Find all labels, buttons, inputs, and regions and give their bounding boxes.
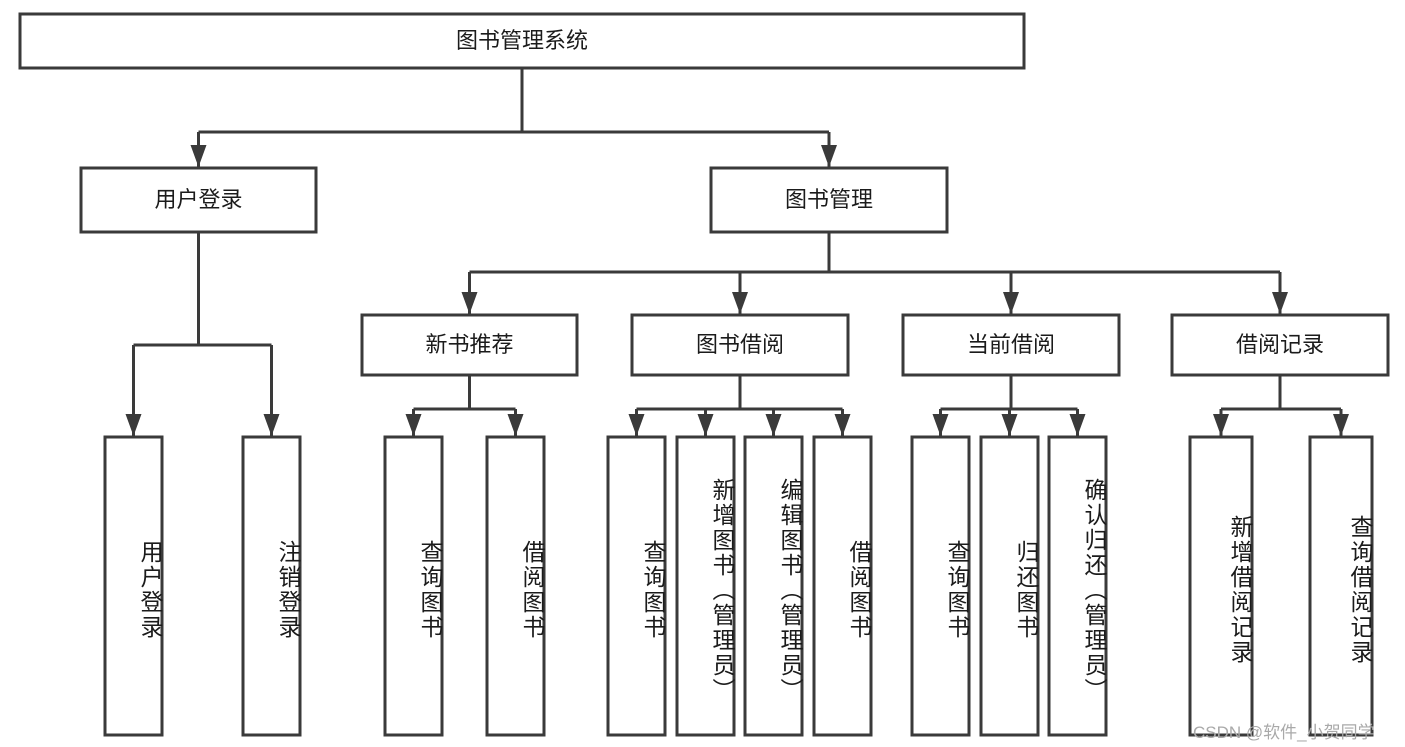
node-e696b0e5a29ee5809fe99885-box[interactable] — [1188, 435, 1254, 737]
arrow-head-icon — [461, 292, 478, 314]
node-e69fa5e8afa2e5809fe99885-box[interactable] — [1308, 435, 1374, 737]
node-e69fa5e8afa2e59bbee4b9a6-box[interactable] — [383, 435, 444, 737]
node-e59bbee4b9a6e7aea1e79086-label: 图书管理系统 — [456, 28, 588, 53]
node-e69fa5e8afa2e59bbee4b9a6-box[interactable] — [910, 435, 971, 737]
arrow-head-icon — [405, 414, 422, 436]
node-e59bbee4b9a6e5809fe99885-box[interactable] — [630, 313, 850, 377]
arrow-head-icon — [1213, 414, 1229, 436]
arrow-head-icon — [834, 414, 851, 436]
arrow-head-icon — [1069, 414, 1086, 436]
node-e59bbee4b9a6e7aea1e79086-box[interactable] — [709, 166, 949, 234]
node-e5bd93e5898de5809fe99885-box[interactable] — [901, 313, 1121, 377]
node-e696b0e4b9a6e68ea8e88d90-label: 新书推荐 — [425, 332, 513, 357]
arrow-head-icon — [1272, 292, 1288, 314]
arrow-head-icon — [697, 414, 714, 436]
arrow-head-icon — [1001, 414, 1018, 436]
node-e7a1aee8aea4e5bd92e8bf98-box[interactable] — [1047, 435, 1108, 737]
node-e794a8e688b7e799bbe5bd95-label: 用户登录 — [154, 187, 242, 212]
arrow-head-icon — [125, 414, 142, 436]
arrow-head-icon — [1003, 292, 1019, 314]
node-e7bc96e8be91e59bbee4b9a6-box[interactable] — [743, 435, 804, 737]
node-e794a8e688b7e799bbe5bd95-box[interactable] — [103, 435, 164, 737]
arrow-head-icon — [507, 414, 524, 436]
node-e5bd92e8bf98e59bbee4b9a6-box[interactable] — [979, 435, 1040, 737]
arrow-head-icon — [765, 414, 782, 436]
arrow-head-icon — [628, 414, 645, 436]
arrow-head-icon — [821, 145, 837, 167]
connector-layer — [125, 68, 1349, 436]
node-e696b0e4b9a6e68ea8e88d90-box[interactable] — [360, 313, 579, 377]
arrow-head-icon — [1333, 414, 1349, 436]
node-e59bbee4b9a6e7aea1e79086-label: 图书管理 — [785, 187, 873, 212]
node-e59bbee4b9a6e7aea1e79086-box[interactable] — [18, 12, 1026, 70]
node-e6b3a8e99480e799bbe5bd95-box[interactable] — [241, 435, 302, 737]
csdn-watermark: CSDN @软件_小贺同学 — [1193, 723, 1375, 742]
node-e5809fe99885e59bbee4b9a6-box[interactable] — [485, 435, 546, 737]
node-e5bd93e5898de5809fe99885-label: 当前借阅 — [967, 332, 1055, 357]
node-e5809fe99885e59bbee4b9a6-box[interactable] — [812, 435, 873, 737]
node-e5809fe99885e8aeb0e5bd95-label: 借阅记录 — [1236, 332, 1324, 357]
node-e69fa5e8afa2e59bbee4b9a6-box[interactable] — [606, 435, 667, 737]
arrow-head-icon — [932, 414, 949, 436]
node-e59bbee4b9a6e5809fe99885-label: 图书借阅 — [696, 332, 784, 357]
node-e696b0e5a29ee59bbee4b9a6-box[interactable] — [675, 435, 736, 737]
node-e5809fe99885e8aeb0e5bd95-box[interactable] — [1170, 313, 1390, 377]
arrow-head-icon — [263, 414, 280, 436]
arrow-head-icon — [732, 292, 748, 314]
arrow-head-icon — [190, 145, 207, 167]
node-e794a8e688b7e799bbe5bd95-box[interactable] — [79, 166, 318, 234]
